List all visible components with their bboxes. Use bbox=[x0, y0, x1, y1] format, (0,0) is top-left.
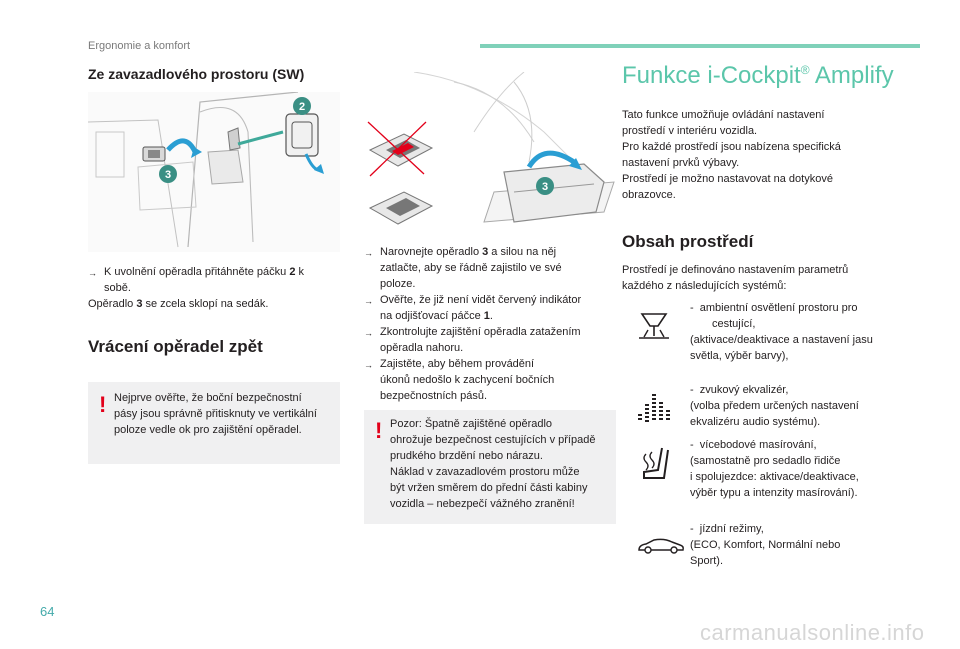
warning-icon: ! bbox=[99, 392, 107, 417]
page-number: 64 bbox=[40, 604, 55, 619]
warning-box: ! Nejprve ověřte, že boční bezpečnostní … bbox=[88, 382, 340, 464]
page-title: Funkce i-Cockpit® Amplify bbox=[622, 62, 894, 89]
ambient-light-icon bbox=[636, 310, 672, 342]
trunk-result: Opěradlo 3 se zcela sklopí na sedák. bbox=[88, 298, 269, 310]
list-item: → Ověřte, že již není vidět červený indi… bbox=[364, 294, 582, 322]
danger-box: ! Pozor: Špatně zajištěné opěradlo ohrož… bbox=[364, 410, 616, 524]
warning-text: Nejprve ověřte, že boční bezpečnostní pá… bbox=[114, 392, 317, 436]
massage-seat-icon bbox=[638, 444, 674, 484]
trunk-lever-illustration: 2 3 bbox=[87, 91, 340, 252]
bullet-arrow-icon: → bbox=[364, 360, 373, 370]
trunk-step: → K uvolnění opěradla přitáhněte páčku 2… bbox=[88, 264, 340, 312]
trunk-heading: Ze zavazadlového prostoru (SW) bbox=[88, 66, 305, 82]
ambience-heading: Obsah prostředí bbox=[622, 232, 754, 251]
drive-mode-car-icon bbox=[636, 536, 686, 556]
bullet-arrow-icon: → bbox=[364, 328, 373, 338]
list-item: → Zkontrolujte zajištění opěradla zataže… bbox=[364, 326, 581, 354]
warning-icon: ! bbox=[375, 418, 383, 443]
watermark: carmanualsonline.info bbox=[700, 620, 925, 645]
defined-text: Prostředí je definováno nastavením param… bbox=[622, 264, 849, 292]
svg-text:3: 3 bbox=[542, 181, 548, 193]
feature-ambient: - ambientní osvětlení prostoru pro cestu… bbox=[690, 302, 873, 362]
danger-text: Pozor: Špatně zajištěné opěradlo ohrožuj… bbox=[390, 418, 596, 510]
svg-text:2: 2 bbox=[299, 101, 305, 113]
feature-massage: - vícebodové masírování, (samostatně pro… bbox=[690, 439, 859, 499]
bullet-arrow-icon: → bbox=[88, 268, 97, 278]
seat-latch-illustration: 3 bbox=[364, 71, 616, 246]
bullet-arrow-icon: → bbox=[364, 248, 373, 258]
section-accent-bar bbox=[480, 44, 920, 48]
equalizer-icon bbox=[636, 390, 676, 424]
feature-equalizer: - zvukový ekvalizér, (volba předem určen… bbox=[690, 384, 859, 428]
feature-drive-modes: - jízdní režimy, (ECO, Komfort, Normální… bbox=[690, 523, 841, 567]
svg-text:3: 3 bbox=[165, 169, 171, 181]
section-label: Ergonomie a komfort bbox=[88, 40, 191, 52]
return-heading: Vrácení opěradel zpět bbox=[88, 337, 263, 356]
bullet-arrow-icon: → bbox=[364, 296, 373, 306]
intro-text: Tato funkce umožňuje ovládání nastavení … bbox=[622, 109, 841, 201]
